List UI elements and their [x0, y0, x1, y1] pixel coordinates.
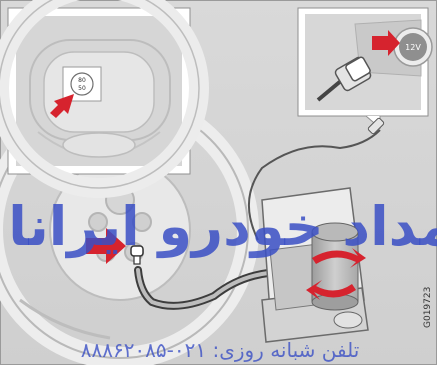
socket-label: 12V — [405, 43, 421, 52]
watermark-title: امداد خودرو ایرانا — [8, 195, 437, 258]
speed-label-top: 80 — [78, 77, 86, 84]
speed-label-bottom: 50 — [78, 85, 86, 92]
figure-code: G019723 — [423, 287, 433, 328]
inset-right — [298, 8, 432, 128]
inset-left — [0, 0, 199, 188]
watermark-phone: تلفن شبانه روزی: ۰۲۱-۸۸۸۶۲۰۸۵ — [81, 338, 360, 362]
